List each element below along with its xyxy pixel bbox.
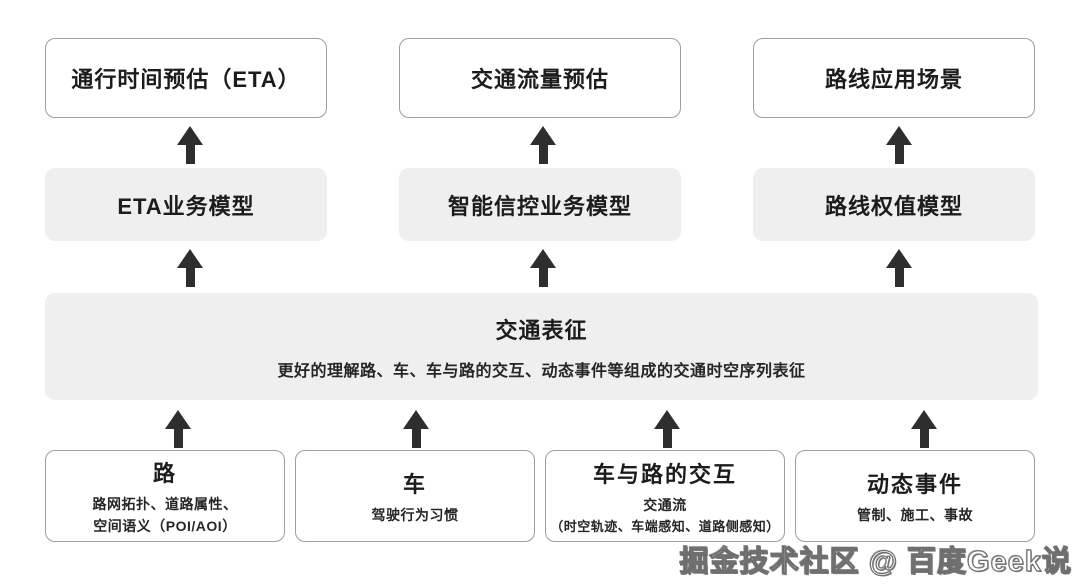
app-box-traffic-flow-label: 交通流量预估: [470, 67, 609, 92]
model-box-eta-label: ETA业务模型: [117, 193, 255, 219]
input-box-interaction-line1: 交通流: [643, 497, 687, 514]
representation-title: 交通表征: [495, 317, 588, 343]
model-box-eta: ETA业务模型: [45, 168, 327, 241]
input-box-vehicle-title: 车: [402, 472, 427, 498]
app-box-traffic-flow: 交通流量预估: [399, 38, 681, 118]
app-box-eta-label: 通行时间预估（ETA）: [71, 67, 301, 92]
input-box-vehicle-road-interaction: 车与路的交互 交通流 （时空轨迹、车端感知、道路侧感知）: [545, 450, 785, 542]
up-arrow-icon: [176, 126, 204, 164]
app-box-eta: 通行时间预估（ETA）: [45, 38, 327, 118]
app-box-route-scenario: 路线应用场景: [753, 38, 1035, 118]
input-box-road-title: 路: [152, 461, 177, 487]
representation-subtitle: 更好的理解路、车、车与路的交互、动态事件等组成的交通时空序列表征: [277, 362, 806, 380]
model-box-route-weight: 路线权值模型: [753, 168, 1035, 241]
model-box-signal-control-label: 智能信控业务模型: [447, 193, 632, 219]
input-box-road-line2: 空间语义（POI/AOI）: [93, 518, 237, 534]
input-box-events-line1: 管制、施工、事故: [857, 507, 973, 524]
up-arrow-icon: [885, 126, 913, 164]
input-box-road-line1: 路网拓扑、道路属性、: [92, 496, 238, 513]
input-box-interaction-title: 车与路的交互: [592, 462, 737, 488]
up-arrow-icon: [653, 410, 681, 448]
input-box-events-title: 动态事件: [866, 472, 963, 498]
up-arrow-icon: [910, 410, 938, 448]
input-box-vehicle-line1: 驾驶行为习惯: [371, 507, 459, 524]
up-arrow-icon: [176, 249, 204, 287]
input-box-vehicle: 车 驾驶行为习惯: [295, 450, 535, 542]
watermark-text: 掘金技术社区 @ 百度Geek说: [679, 545, 1072, 578]
up-arrow-icon: [529, 126, 557, 164]
model-box-route-weight-label: 路线权值模型: [824, 193, 963, 219]
up-arrow-icon: [402, 410, 430, 448]
input-box-road: 路 路网拓扑、道路属性、 空间语义（POI/AOI）: [45, 450, 285, 542]
app-box-route-scenario-label: 路线应用场景: [824, 67, 963, 92]
representation-box: 交通表征 更好的理解路、车、车与路的交互、动态事件等组成的交通时空序列表征: [45, 293, 1038, 400]
model-box-signal-control: 智能信控业务模型: [399, 168, 681, 241]
up-arrow-icon: [885, 249, 913, 287]
up-arrow-icon: [164, 410, 192, 448]
input-box-interaction-line2: （时空轨迹、车端感知、道路侧感知）: [550, 518, 780, 534]
input-box-dynamic-events: 动态事件 管制、施工、事故: [795, 450, 1035, 542]
up-arrow-icon: [529, 249, 557, 287]
